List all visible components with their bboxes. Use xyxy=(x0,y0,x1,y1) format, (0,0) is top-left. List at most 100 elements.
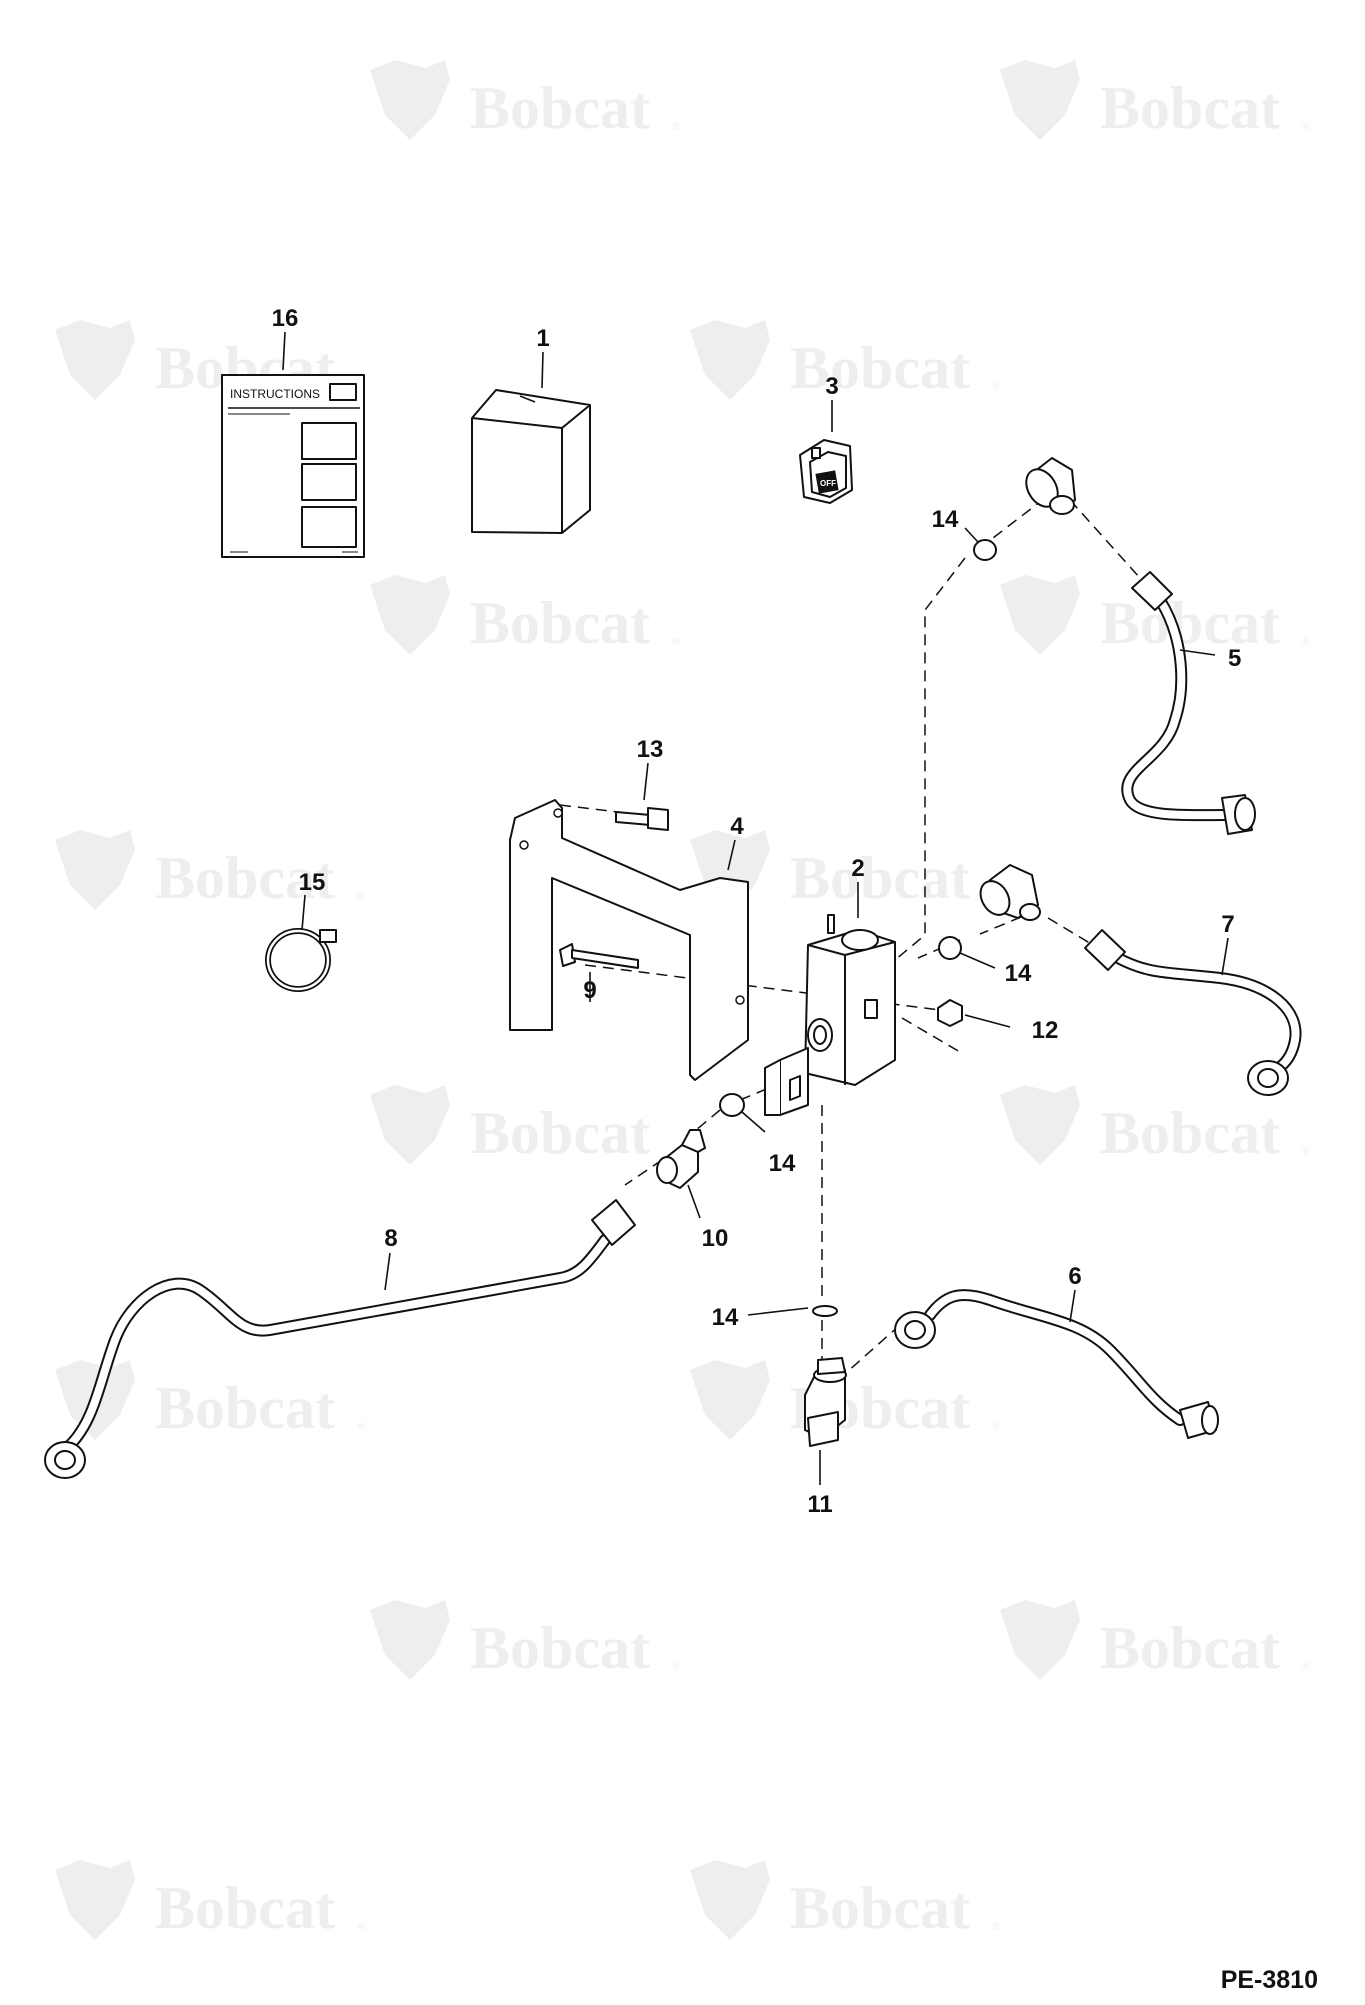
rocker-switch-part: OFF xyxy=(799,439,853,504)
bobcat-logo-icon xyxy=(55,1860,135,1940)
bobcat-logo-icon xyxy=(1000,1085,1080,1165)
plug-12-part xyxy=(937,999,963,1027)
callout-11: 11 xyxy=(807,1491,832,1518)
o-ring-part xyxy=(812,1305,838,1317)
cable-tie-part xyxy=(265,928,337,992)
bobcat-watermark: Bobcat ® xyxy=(370,1600,680,1681)
callout-14-mid: 14 xyxy=(769,1150,796,1177)
bobcat-logo-icon xyxy=(1000,1600,1080,1680)
tube-6-part xyxy=(894,1289,1219,1439)
callout-9: 9 xyxy=(583,977,596,1004)
bracket-part xyxy=(509,799,749,1081)
watermark-registered: ® xyxy=(1302,121,1310,133)
watermark-registered: ® xyxy=(357,891,365,903)
elbow-fitting-part xyxy=(1025,457,1076,515)
callout-14-top: 14 xyxy=(932,506,959,533)
callout-14-right: 14 xyxy=(1005,960,1032,987)
elbow-fitting-11-part xyxy=(804,1357,847,1447)
watermark-registered: ® xyxy=(357,1921,365,1933)
callout-labels: 16 1 3 14 5 13 4 2 15 7 14 9 12 14 8 10 … xyxy=(272,305,1242,1518)
bobcat-watermark: Bobcat ® xyxy=(1000,60,1310,141)
box-part xyxy=(471,389,591,534)
bobcat-logo-icon xyxy=(55,320,135,400)
watermark-text: Bobcat xyxy=(470,1615,650,1681)
long-bolt-9-part xyxy=(559,943,639,969)
tube-5-part xyxy=(1121,571,1256,835)
watermark-text: Bobcat xyxy=(470,1100,650,1166)
bobcat-watermark: Bobcat® xyxy=(370,1085,680,1166)
bobcat-watermark: Bobcat ® xyxy=(370,575,680,656)
leader-lines xyxy=(282,331,1229,1485)
watermark-text: Bobcat xyxy=(1100,1100,1280,1166)
o-ring-part xyxy=(938,936,962,960)
watermark-registered: ® xyxy=(672,1661,680,1673)
watermark-text: Bobcat xyxy=(1100,1615,1280,1681)
bobcat-watermark: Bobcat ® xyxy=(690,320,1000,401)
callout-4: 4 xyxy=(730,813,744,840)
instructions-label: INSTRUCTIONS xyxy=(230,387,320,401)
bobcat-watermark: Bobcat ® xyxy=(1000,575,1310,656)
watermark-text: Bobcat xyxy=(790,335,970,401)
bobcat-watermark: Bobcat ® xyxy=(1000,1600,1310,1681)
callout-6: 6 xyxy=(1068,1263,1081,1290)
watermark-text: Bobcat xyxy=(790,1875,970,1941)
callout-16: 16 xyxy=(272,305,299,332)
bobcat-watermark: Bobcat ® xyxy=(690,1860,1000,1941)
tube-8-part xyxy=(44,1199,636,1479)
watermark-registered: ® xyxy=(992,1921,1000,1933)
watermark-registered: ® xyxy=(992,1421,1000,1433)
bobcat-logo-icon xyxy=(55,830,135,910)
instruction-sheet-part: INSTRUCTIONS xyxy=(221,374,365,558)
bobcat-logo-icon xyxy=(370,1600,450,1680)
callout-12: 12 xyxy=(1032,1017,1059,1044)
watermark-text: Bobcat xyxy=(1100,75,1280,141)
tube-7-part xyxy=(1084,929,1302,1096)
callout-15: 15 xyxy=(299,869,326,896)
bobcat-watermark: Bobcat® xyxy=(55,830,365,911)
callout-13: 13 xyxy=(637,736,664,763)
watermark-registered: ® xyxy=(672,636,680,648)
bobcat-logo-icon xyxy=(1000,575,1080,655)
watermark-registered: ® xyxy=(672,121,680,133)
watermark-registered: ® xyxy=(1302,636,1310,648)
callout-1: 1 xyxy=(536,325,549,352)
watermark-registered: ® xyxy=(357,1421,365,1433)
bolt-13-part xyxy=(615,807,669,831)
switch-off-label: OFF xyxy=(820,479,836,488)
elbow-fitting-7-part xyxy=(979,864,1041,921)
bobcat-watermark: Bobcat® xyxy=(55,1860,365,1941)
watermark-text: Bobcat xyxy=(155,1375,335,1441)
o-ring-part xyxy=(719,1093,745,1117)
bobcat-logo-icon xyxy=(690,1360,770,1440)
callout-10: 10 xyxy=(702,1225,729,1252)
bobcat-watermark: Bobcat ® xyxy=(55,1360,365,1441)
bobcat-watermark: Bobcat ® xyxy=(370,60,680,141)
o-ring-part xyxy=(973,539,997,561)
drawing-code: PE-3810 xyxy=(1221,1966,1318,1994)
bobcat-logo-icon xyxy=(690,320,770,400)
bobcat-logo-icon xyxy=(370,1085,450,1165)
valve-block-part xyxy=(764,914,896,1116)
watermark-layer: Bobcat ® Bobcat ® Bobcat ® Bobcat ® Bobcat ® Bobca… xyxy=(55,60,1310,1941)
callout-5: 5 xyxy=(1228,645,1241,672)
bobcat-logo-icon xyxy=(1000,60,1080,140)
watermark-text: Bobcat xyxy=(470,75,650,141)
adapter-10-part xyxy=(656,1129,706,1189)
callout-8: 8 xyxy=(384,1225,397,1252)
callout-14-bottom: 14 xyxy=(712,1304,739,1331)
bobcat-watermark: Bobcat ® xyxy=(1000,1085,1310,1166)
watermark-text: Bobcat xyxy=(470,590,650,656)
bobcat-logo-icon xyxy=(370,60,450,140)
watermark-text: Bobcat xyxy=(790,845,970,911)
callout-2: 2 xyxy=(851,855,864,882)
callout-7: 7 xyxy=(1221,911,1234,938)
watermark-registered: ® xyxy=(992,381,1000,393)
watermark-registered: ® xyxy=(1302,1146,1310,1158)
bobcat-logo-icon xyxy=(370,575,450,655)
watermark-text: Bobcat xyxy=(1100,590,1280,656)
watermark-registered: ® xyxy=(1302,1661,1310,1673)
bobcat-logo-icon xyxy=(690,1860,770,1940)
callout-3: 3 xyxy=(825,373,838,400)
